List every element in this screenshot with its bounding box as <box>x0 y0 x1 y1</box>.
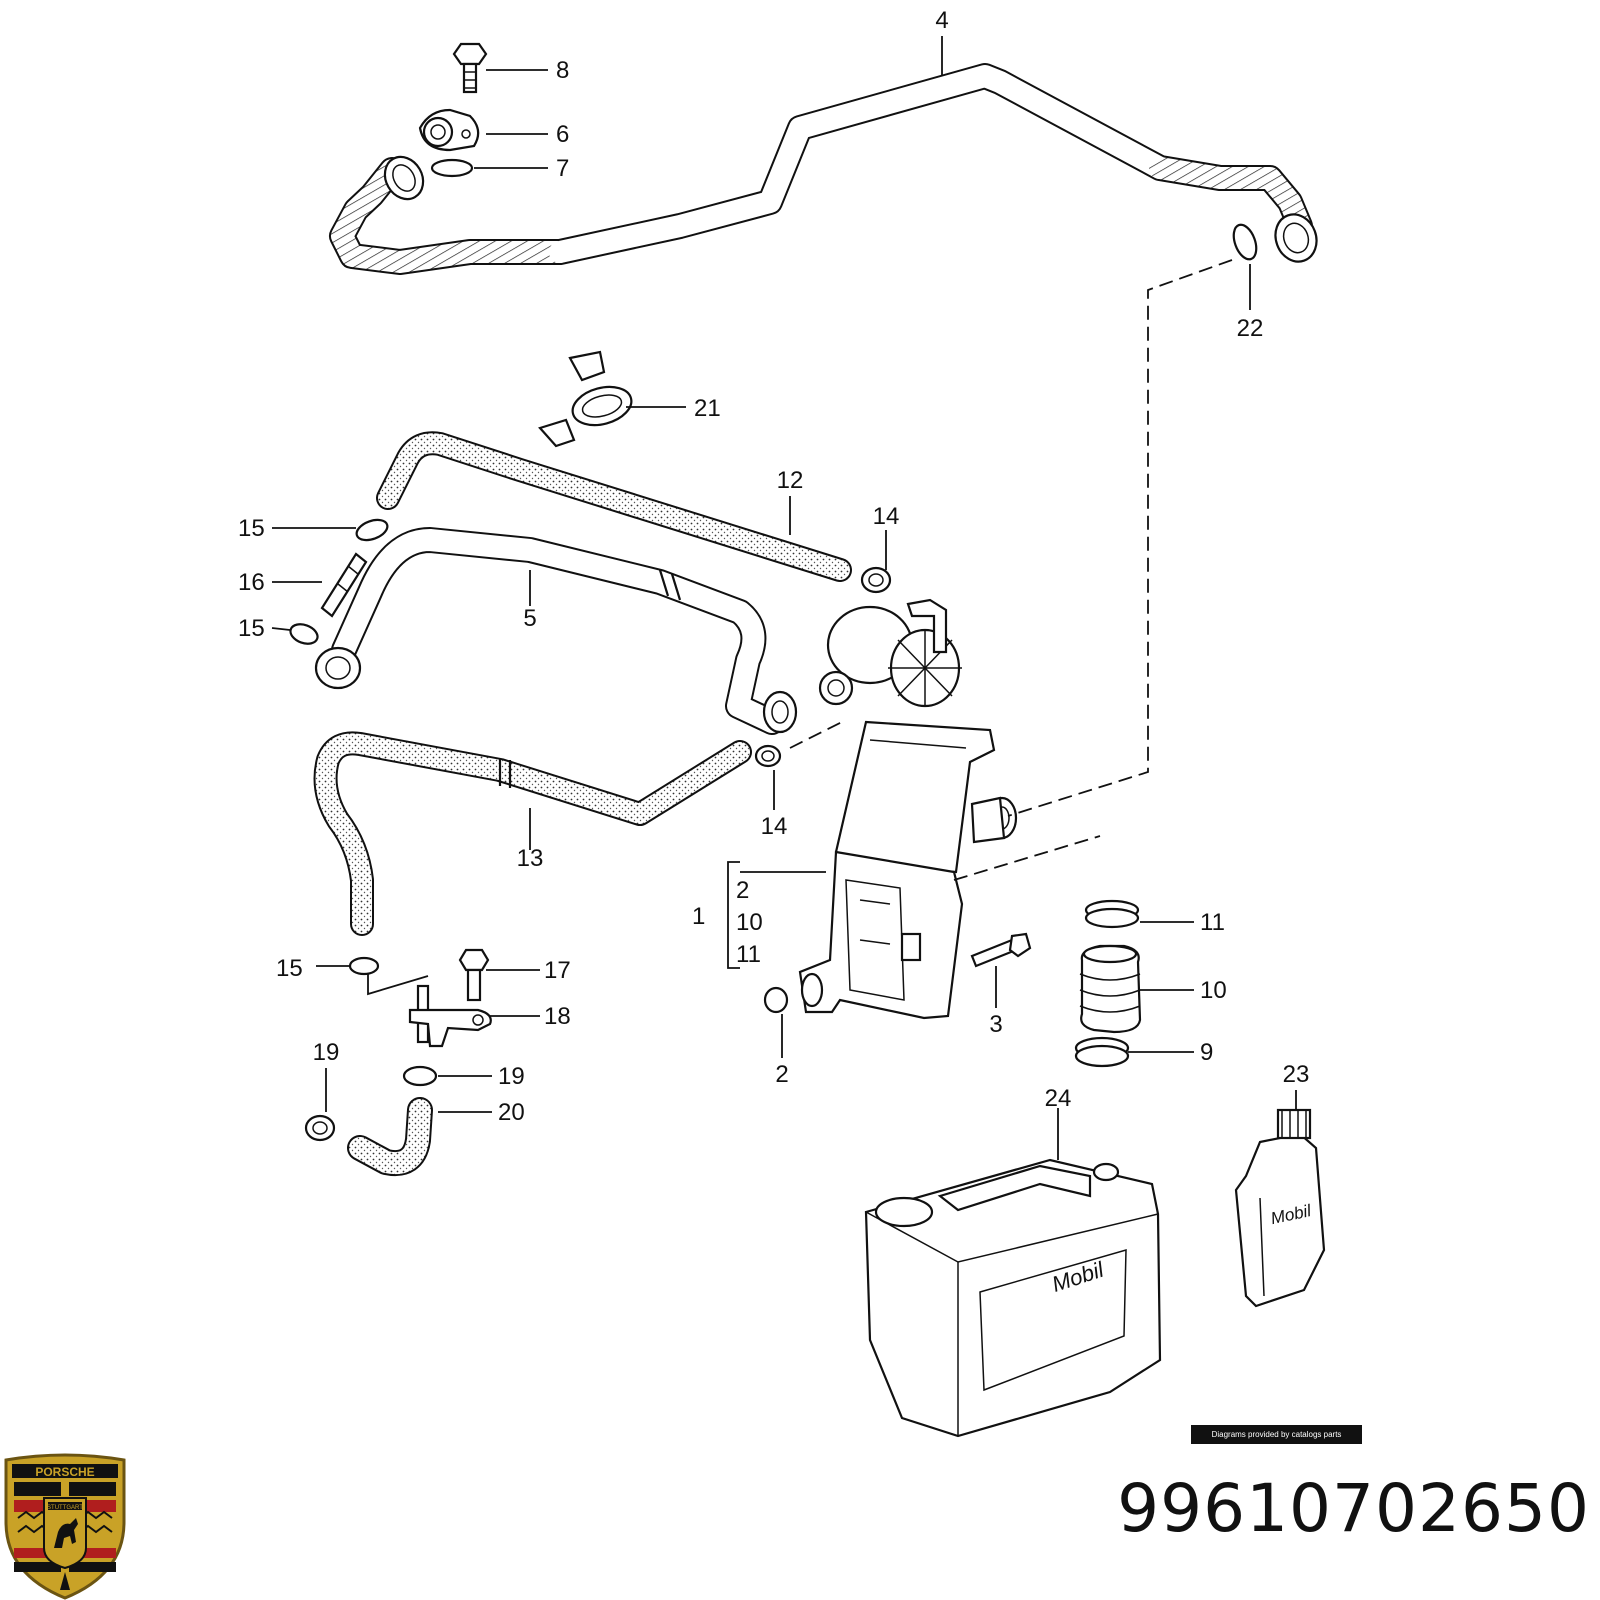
callout-19-right: 19 <box>498 1063 525 1090</box>
callout-22: 22 <box>1237 315 1264 342</box>
callout-15-lower: 15 <box>276 955 303 982</box>
hose-12 <box>376 431 852 582</box>
leader-lines <box>271 36 1297 1160</box>
callout-labels: 4 8 6 7 22 21 12 15 14 16 5 15 14 13 2 1… <box>238 7 1309 1126</box>
callout-14-lower: 14 <box>761 813 788 840</box>
callout-10: 10 <box>1200 977 1227 1004</box>
part-number: 99610702650 <box>1117 1470 1590 1547</box>
callout-17: 17 <box>544 957 571 984</box>
clamp-9 <box>1074 1036 1130 1068</box>
callout-13: 13 <box>517 845 544 872</box>
clip-19-right <box>402 1065 438 1087</box>
callout-10-group: 10 <box>736 909 763 936</box>
clip-15-upper <box>355 518 389 542</box>
callout-9: 9 <box>1200 1039 1213 1066</box>
bellows-10 <box>1079 944 1142 1034</box>
clamp-11 <box>1084 899 1140 929</box>
callout-8: 8 <box>556 57 569 84</box>
callout-11-group: 11 <box>736 941 761 968</box>
clip-21 <box>538 350 633 448</box>
callout-20: 20 <box>498 1099 525 1126</box>
porsche-crest-logo: PORSCHE STUTTGART <box>4 1453 126 1600</box>
oil-separator <box>798 598 1018 1020</box>
clip-14-upper <box>860 566 892 594</box>
callout-2: 2 <box>775 1061 788 1088</box>
callout-4: 4 <box>935 7 948 34</box>
callout-5: 5 <box>523 605 536 632</box>
callout-24: 24 <box>1045 1085 1072 1112</box>
callout-15-upper: 15 <box>238 515 265 542</box>
callout-11: 11 <box>1200 909 1225 936</box>
clip-15-middle <box>289 623 319 645</box>
logo-brand-text: PORSCHE <box>35 1465 94 1479</box>
logo-city-text: STUTTGART <box>47 1505 83 1511</box>
callout-14-upper: 14 <box>873 503 900 530</box>
oil-bottle-23: Mobil <box>1234 1108 1326 1308</box>
bolt-17 <box>458 948 490 1002</box>
horse-icon <box>54 1518 78 1548</box>
flange-6 <box>418 108 480 152</box>
clip-14-lower <box>754 744 782 768</box>
reference-lines <box>789 259 1233 881</box>
callout-19-left: 19 <box>313 1039 340 1066</box>
o-ring-7 <box>430 158 474 178</box>
diagram-credit-badge: Diagrams provided by catalogs parts <box>1191 1425 1362 1444</box>
callout-1: 1 <box>692 903 705 930</box>
callout-7: 7 <box>556 155 569 182</box>
o-ring-22 <box>1232 223 1258 261</box>
clip-15-lower <box>348 956 380 976</box>
callout-6: 6 <box>556 121 569 148</box>
clip-19-left <box>304 1114 336 1142</box>
hose-20 <box>347 1097 433 1176</box>
callout-2-group: 2 <box>736 877 749 904</box>
oil-canister-24: Mobil <box>864 1158 1162 1438</box>
callout-3: 3 <box>989 1011 1002 1038</box>
callout-23: 23 <box>1283 1061 1310 1088</box>
bracket-18 <box>408 984 492 1048</box>
callout-18: 18 <box>544 1003 571 1030</box>
bolt-3 <box>970 932 1032 968</box>
callout-16: 16 <box>238 569 265 596</box>
o-ring-2 <box>763 986 789 1014</box>
bolt-8 <box>452 42 488 94</box>
hose-13 <box>313 731 752 936</box>
hose-5 <box>314 527 798 735</box>
callout-12: 12 <box>777 467 804 494</box>
callout-21: 21 <box>694 395 721 422</box>
vent-hose-4 <box>329 63 1318 275</box>
connector-16 <box>320 552 368 618</box>
callout-15-middle: 15 <box>238 615 265 642</box>
